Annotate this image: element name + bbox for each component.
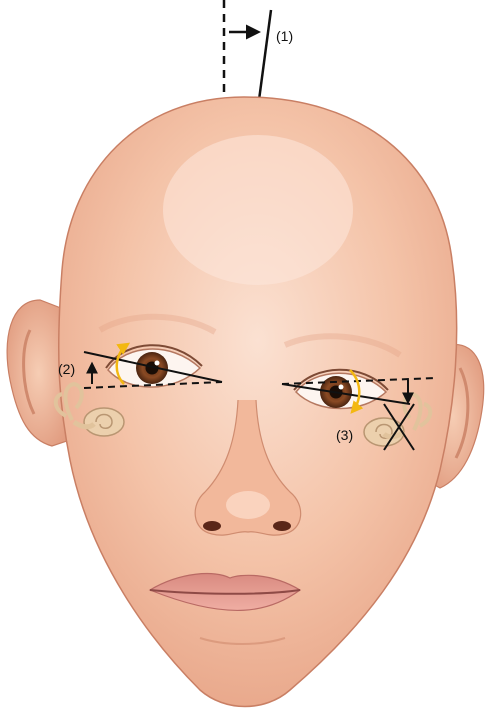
- label-1: (1): [276, 28, 293, 44]
- label-2: (2): [58, 361, 75, 377]
- forehead-highlight: [163, 135, 353, 285]
- label-3: (3): [336, 427, 353, 443]
- midline-reference: [224, 0, 271, 100]
